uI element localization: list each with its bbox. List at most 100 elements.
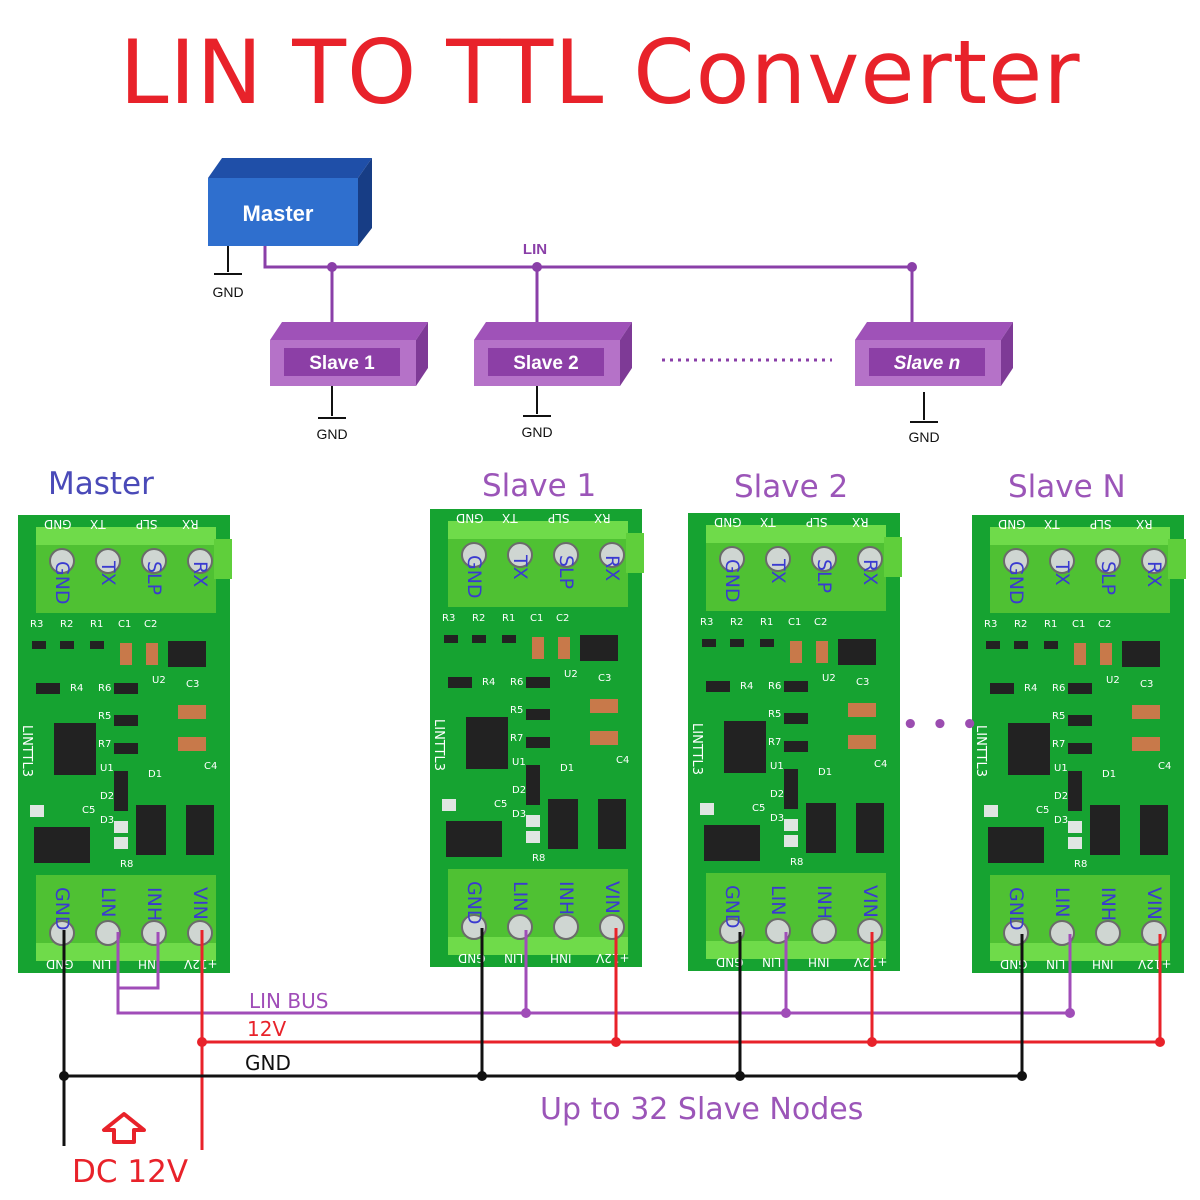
master-gnd-symbol <box>214 246 242 275</box>
component-silkscreen: U2 <box>152 675 166 686</box>
component-silkscreen: C1 <box>530 613 544 624</box>
slave-node-1-label: Slave 1 <box>309 353 375 374</box>
component-silkscreen: C5 <box>752 803 766 814</box>
component-silkscreen: D1 <box>818 767 833 778</box>
component-silkscreen: R5 <box>768 709 782 720</box>
component-silkscreen: D3 <box>100 815 115 826</box>
component-silkscreen: U2 <box>822 673 836 684</box>
component-silkscreen: C4 <box>1158 761 1172 772</box>
component-silkscreen: U1 <box>100 763 114 774</box>
component-silkscreen: U1 <box>512 757 526 768</box>
component-silkscreen: R4 <box>1024 683 1038 694</box>
master-node-label: Master <box>243 201 314 226</box>
component-silkscreen: C1 <box>788 617 802 628</box>
component-silkscreen: R7 <box>768 737 782 748</box>
component-silkscreen: C2 <box>814 617 828 628</box>
component-silkscreen: C1 <box>1072 619 1086 630</box>
component-silkscreen: R2 <box>472 613 486 624</box>
component-silkscreen: C2 <box>556 613 570 624</box>
master-gnd-label: GND <box>212 284 243 300</box>
component-silkscreen: C4 <box>874 759 888 770</box>
component-silkscreen: R7 <box>98 739 112 750</box>
v12-wire-label: 12V <box>247 1017 287 1041</box>
slave-count-note: Up to 32 Slave Nodes <box>540 1092 864 1127</box>
component-silkscreen: R4 <box>740 681 754 692</box>
component-silkscreen: R3 <box>700 617 714 628</box>
component-silkscreen: R6 <box>98 683 112 694</box>
component-silkscreen: C1 <box>118 619 132 630</box>
component-silkscreen: R1 <box>90 619 104 630</box>
board-label-slave-2: Slave 2 <box>734 469 849 505</box>
component-silkscreen: C3 <box>186 679 200 690</box>
component-silkscreen: R6 <box>768 681 782 692</box>
slave-gnd-symbols <box>318 386 938 423</box>
component-silkscreen: C3 <box>856 677 870 688</box>
component-silkscreen: R3 <box>442 613 456 624</box>
component-silkscreen: R2 <box>60 619 74 630</box>
component-silkscreen: R8 <box>532 853 546 864</box>
component-silkscreen: R8 <box>120 859 134 870</box>
component-silkscreen: U1 <box>1054 763 1068 774</box>
component-silkscreen: D1 <box>560 763 575 774</box>
component-silkscreen: C4 <box>204 761 218 772</box>
component-silkscreen: R3 <box>30 619 44 630</box>
gnd-wire-label: GND <box>245 1051 291 1075</box>
component-silkscreen: R4 <box>482 677 496 688</box>
component-silkscreen: C5 <box>494 799 508 810</box>
lin-bus-wire-label: LIN BUS <box>249 989 329 1013</box>
component-silkscreen: R7 <box>1052 739 1066 750</box>
component-silkscreen: C3 <box>1140 679 1154 690</box>
component-silkscreen: R2 <box>730 617 744 628</box>
slave-node-n: Slave n <box>855 322 1013 386</box>
component-silkscreen: D2 <box>100 791 115 802</box>
component-silkscreen: R7 <box>510 733 524 744</box>
component-silkscreen: R2 <box>1014 619 1028 630</box>
slave-node-2-label: Slave 2 <box>513 353 579 374</box>
component-silkscreen: R6 <box>1052 683 1066 694</box>
component-silkscreen: R8 <box>1074 859 1088 870</box>
component-silkscreen: R8 <box>790 857 804 868</box>
component-silkscreen: D2 <box>1054 791 1069 802</box>
component-silkscreen: C2 <box>1098 619 1112 630</box>
board-label-slave-1: Slave 1 <box>482 468 597 504</box>
slave-n-gnd-label: GND <box>908 429 939 445</box>
component-silkscreen: D3 <box>770 813 785 824</box>
power-arrow-icon <box>102 1112 146 1144</box>
component-silkscreen: D1 <box>148 769 163 780</box>
component-silkscreen: R1 <box>760 617 774 628</box>
component-silkscreen: R3 <box>984 619 998 630</box>
component-silkscreen: U2 <box>1106 675 1120 686</box>
component-silkscreen: D2 <box>512 785 527 796</box>
board-label-master: Master <box>48 466 154 502</box>
board-label-slave-n: Slave N <box>1008 469 1126 505</box>
component-silkscreen: C5 <box>82 805 96 816</box>
component-silkscreen: C5 <box>1036 805 1050 816</box>
slave-2-gnd-label: GND <box>521 424 552 440</box>
component-silkscreen: D2 <box>770 789 785 800</box>
component-silkscreen: D1 <box>1102 769 1117 780</box>
slave-node-1: Slave 1 <box>270 322 428 386</box>
component-silkscreen: R1 <box>502 613 516 624</box>
component-silkscreen: U1 <box>770 761 784 772</box>
component-silkscreen: R5 <box>1052 711 1066 722</box>
slave-1-gnd-label: GND <box>316 426 347 442</box>
lin-bus-label: LIN <box>523 241 547 258</box>
component-silkscreen: R5 <box>98 711 112 722</box>
slave-node-2: Slave 2 <box>474 322 632 386</box>
component-silkscreen: C3 <box>598 673 612 684</box>
lin-topology-diagram: Master GND LIN Slave 1 Slave 2 Slave n <box>200 150 1030 455</box>
slave-node-n-label: Slave n <box>894 353 961 374</box>
component-silkscreen: D3 <box>1054 815 1069 826</box>
component-silkscreen: C2 <box>144 619 158 630</box>
power-input-label: DC 12V <box>72 1154 189 1190</box>
component-silkscreen: R4 <box>70 683 84 694</box>
component-silkscreen: R6 <box>510 677 524 688</box>
component-silkscreen: C4 <box>616 755 630 766</box>
component-silkscreen: D3 <box>512 809 527 820</box>
master-node: Master <box>208 158 372 246</box>
component-silkscreen: U2 <box>564 669 578 680</box>
boards-ellipsis: • • • <box>902 710 980 740</box>
component-silkscreen: R5 <box>510 705 524 716</box>
page-title: LIN TO TTL Converter <box>119 21 1081 124</box>
